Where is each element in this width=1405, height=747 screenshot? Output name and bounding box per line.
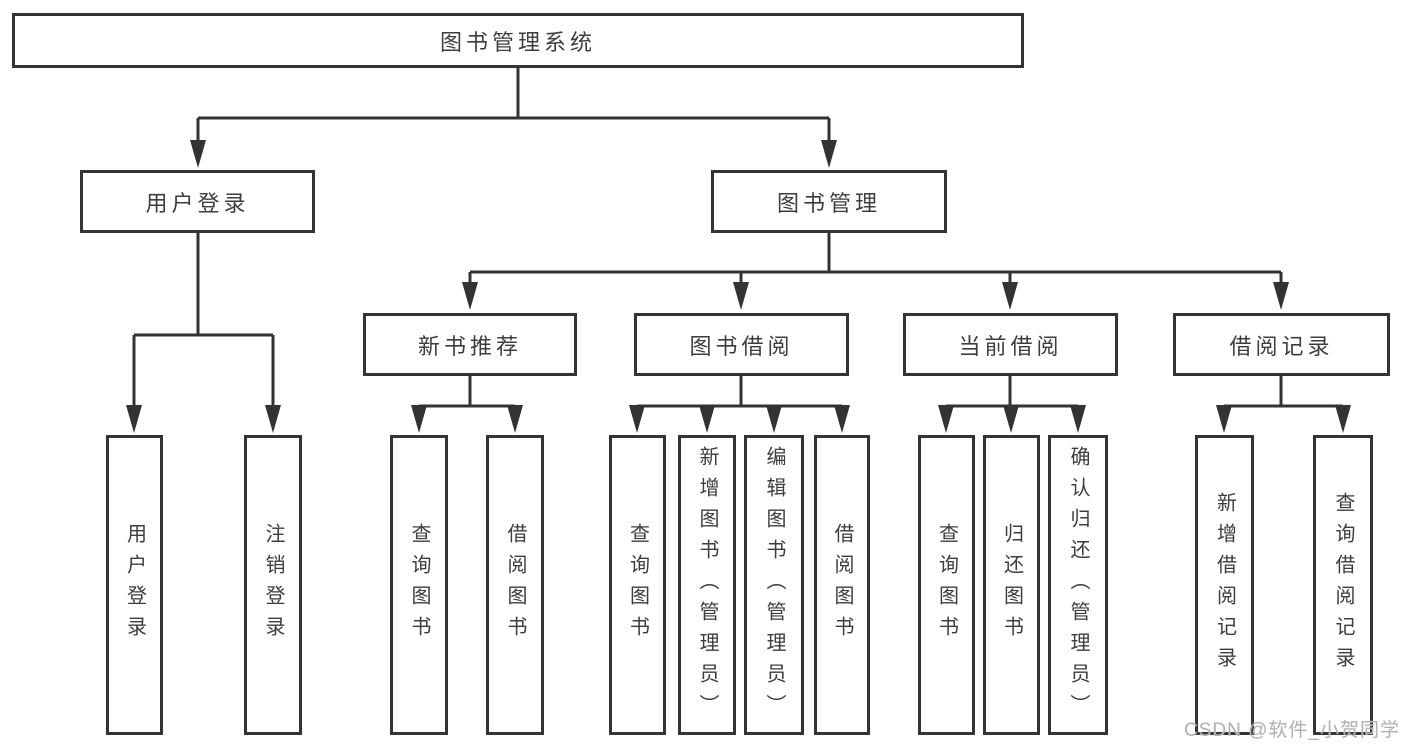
connector-borrow-record-branch: [1216, 376, 1351, 433]
arrowhead-leaf: [834, 405, 850, 433]
node-book-borrowing: 图书借阅: [634, 313, 849, 376]
arrowhead-borrow-record: [1273, 282, 1289, 310]
connector-new-book-branch: [411, 376, 523, 433]
arrowhead-leaf: [126, 405, 142, 433]
arrowhead-book-borrow: [733, 282, 749, 310]
connector-user-login-branch: [126, 233, 281, 433]
node-leaf-add-borrow-record: 新增借阅记录: [1195, 435, 1254, 735]
node-leaf-search-book-3: 查询图书: [918, 435, 975, 735]
arrowhead-leaf: [265, 405, 281, 433]
arrowhead-leaf: [411, 405, 427, 433]
connector-book-borrow-branch: [629, 376, 850, 433]
arrowhead-leaf: [938, 405, 954, 433]
arrowhead-leaf: [1070, 405, 1086, 433]
arrowhead-leaf: [629, 405, 645, 433]
node-leaf-edit-book-admin: 编辑图书（管理员）: [744, 435, 804, 735]
node-leaf-add-book-admin: 新增图书（管理员）: [678, 435, 736, 735]
arrowhead-book-mgmt: [821, 140, 837, 168]
node-leaf-return-book: 归还图书: [983, 435, 1040, 735]
node-leaf-borrow-book: 借阅图书: [486, 435, 544, 735]
node-leaf-user-login: 用户登录: [106, 435, 163, 735]
arrowhead-leaf: [1335, 405, 1351, 433]
connector-book-mgmt-to-level3: [462, 233, 1289, 310]
node-borrowing-records: 借阅记录: [1173, 313, 1390, 376]
arrowhead-new-book: [462, 282, 478, 310]
arrowhead-user-login: [190, 140, 206, 168]
connector-root-to-level2: [190, 68, 837, 168]
node-leaf-confirm-return-admin: 确认归还（管理员）: [1048, 435, 1108, 735]
watermark: CSDN @软件_小贺同学: [1184, 720, 1400, 741]
arrowhead-leaf: [507, 405, 523, 433]
arrowhead-leaf: [1003, 405, 1019, 433]
node-leaf-search-book: 查询图书: [390, 435, 448, 735]
arrowhead-cur-borrow: [1002, 282, 1018, 310]
node-current-borrowing: 当前借阅: [903, 313, 1118, 376]
node-leaf-logout: 注销登录: [244, 435, 302, 735]
node-root-system: 图书管理系统: [12, 13, 1024, 68]
node-leaf-search-borrow-record: 查询借阅记录: [1313, 435, 1373, 735]
connector-cur-borrow-branch: [938, 376, 1086, 433]
arrowhead-leaf: [1216, 405, 1232, 433]
arrowhead-leaf: [766, 405, 782, 433]
node-user-login: 用户登录: [80, 170, 315, 233]
node-leaf-borrow-book-2: 借阅图书: [814, 435, 870, 735]
node-new-book-recommend: 新书推荐: [363, 313, 577, 376]
node-leaf-search-book-2: 查询图书: [609, 435, 666, 735]
node-book-management: 图书管理: [711, 170, 947, 233]
arrowhead-leaf: [699, 405, 715, 433]
